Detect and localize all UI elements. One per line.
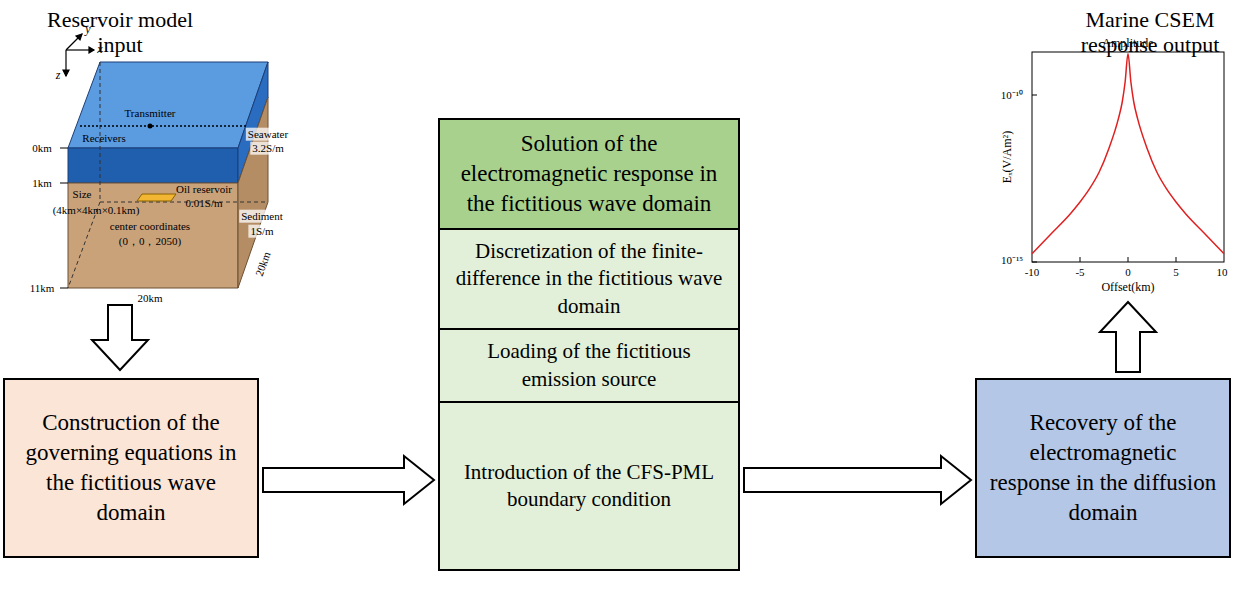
axis-label: -5 [1075,266,1084,279]
axis-label: Amplitude [1102,37,1153,51]
annotation-label: y [85,23,90,37]
axes-glyph [63,34,94,76]
block-arrow [744,456,971,504]
annotation-label: Transmitter [125,107,176,120]
annotation-label: 3.2S/m [250,142,285,155]
annotation-label: 0.01S/m [186,197,223,210]
axis-label: 5 [1173,266,1179,279]
annotation-label: 20km [253,250,273,278]
annotation-label: Seawater [246,128,290,141]
stage-box: Loading of the fictitious emission sourc… [438,328,740,403]
box-text: Solution of the electromagnetic response… [450,129,728,219]
annotation-label: 1km [32,177,52,190]
annotation-label: Oil reservoir [176,183,232,196]
amplitude-curve [1032,54,1224,254]
annotation-label: 1S/m [248,225,275,238]
process-box: Construction of the governing equations … [3,378,259,558]
box-text: Discretization of the finite-difference … [450,238,728,320]
stage-box: Introduction of the CFS-PML boundary con… [438,401,740,571]
axis-label: -10 [1025,266,1040,279]
down-arrow [92,305,148,370]
axis-label: 0 [1125,266,1131,279]
axis-label: 10⁻¹⁵ [1001,254,1023,267]
box-text: Introduction of the CFS-PML boundary con… [450,459,728,514]
axis-label: Eₓ(V/Am²) [1001,131,1015,183]
process-box: Recovery of the electromagnetic response… [975,378,1231,558]
stage-box: Discretization of the finite-difference … [438,228,740,330]
annotation-label: center coordinates [110,220,190,233]
annotation-label: (0，0，2050) [119,235,181,248]
annotation-label: 11km [30,282,55,295]
axis-label: 10 [1217,266,1228,279]
panel-heading: Reservoir model input [25,7,215,58]
annotation-label: z [56,69,61,83]
annotation-label: (4km×4km×0.1km) [53,204,140,217]
annotation-label: 20km [137,292,162,305]
annotation-label: Size [73,188,92,201]
box-text: Loading of the fictitious emission sourc… [450,338,728,393]
reservoir-block [60,62,268,288]
box-text: Recovery of the electromagnetic response… [987,408,1219,528]
stage-header: Solution of the electromagnetic response… [438,118,740,230]
axis-label: 10⁻¹⁰ [1001,89,1023,102]
up-arrow [1100,302,1156,372]
box-text: Construction of the governing equations … [15,408,247,528]
axis-label: Offset(km) [1101,281,1154,295]
chart-frame [1032,52,1224,262]
annotation-label: Sediment [239,210,285,223]
annotation-label: x [97,43,102,57]
annotation-label: 0km [32,142,52,155]
annotation-label: Receivers [82,132,125,145]
block-arrow [263,456,434,504]
